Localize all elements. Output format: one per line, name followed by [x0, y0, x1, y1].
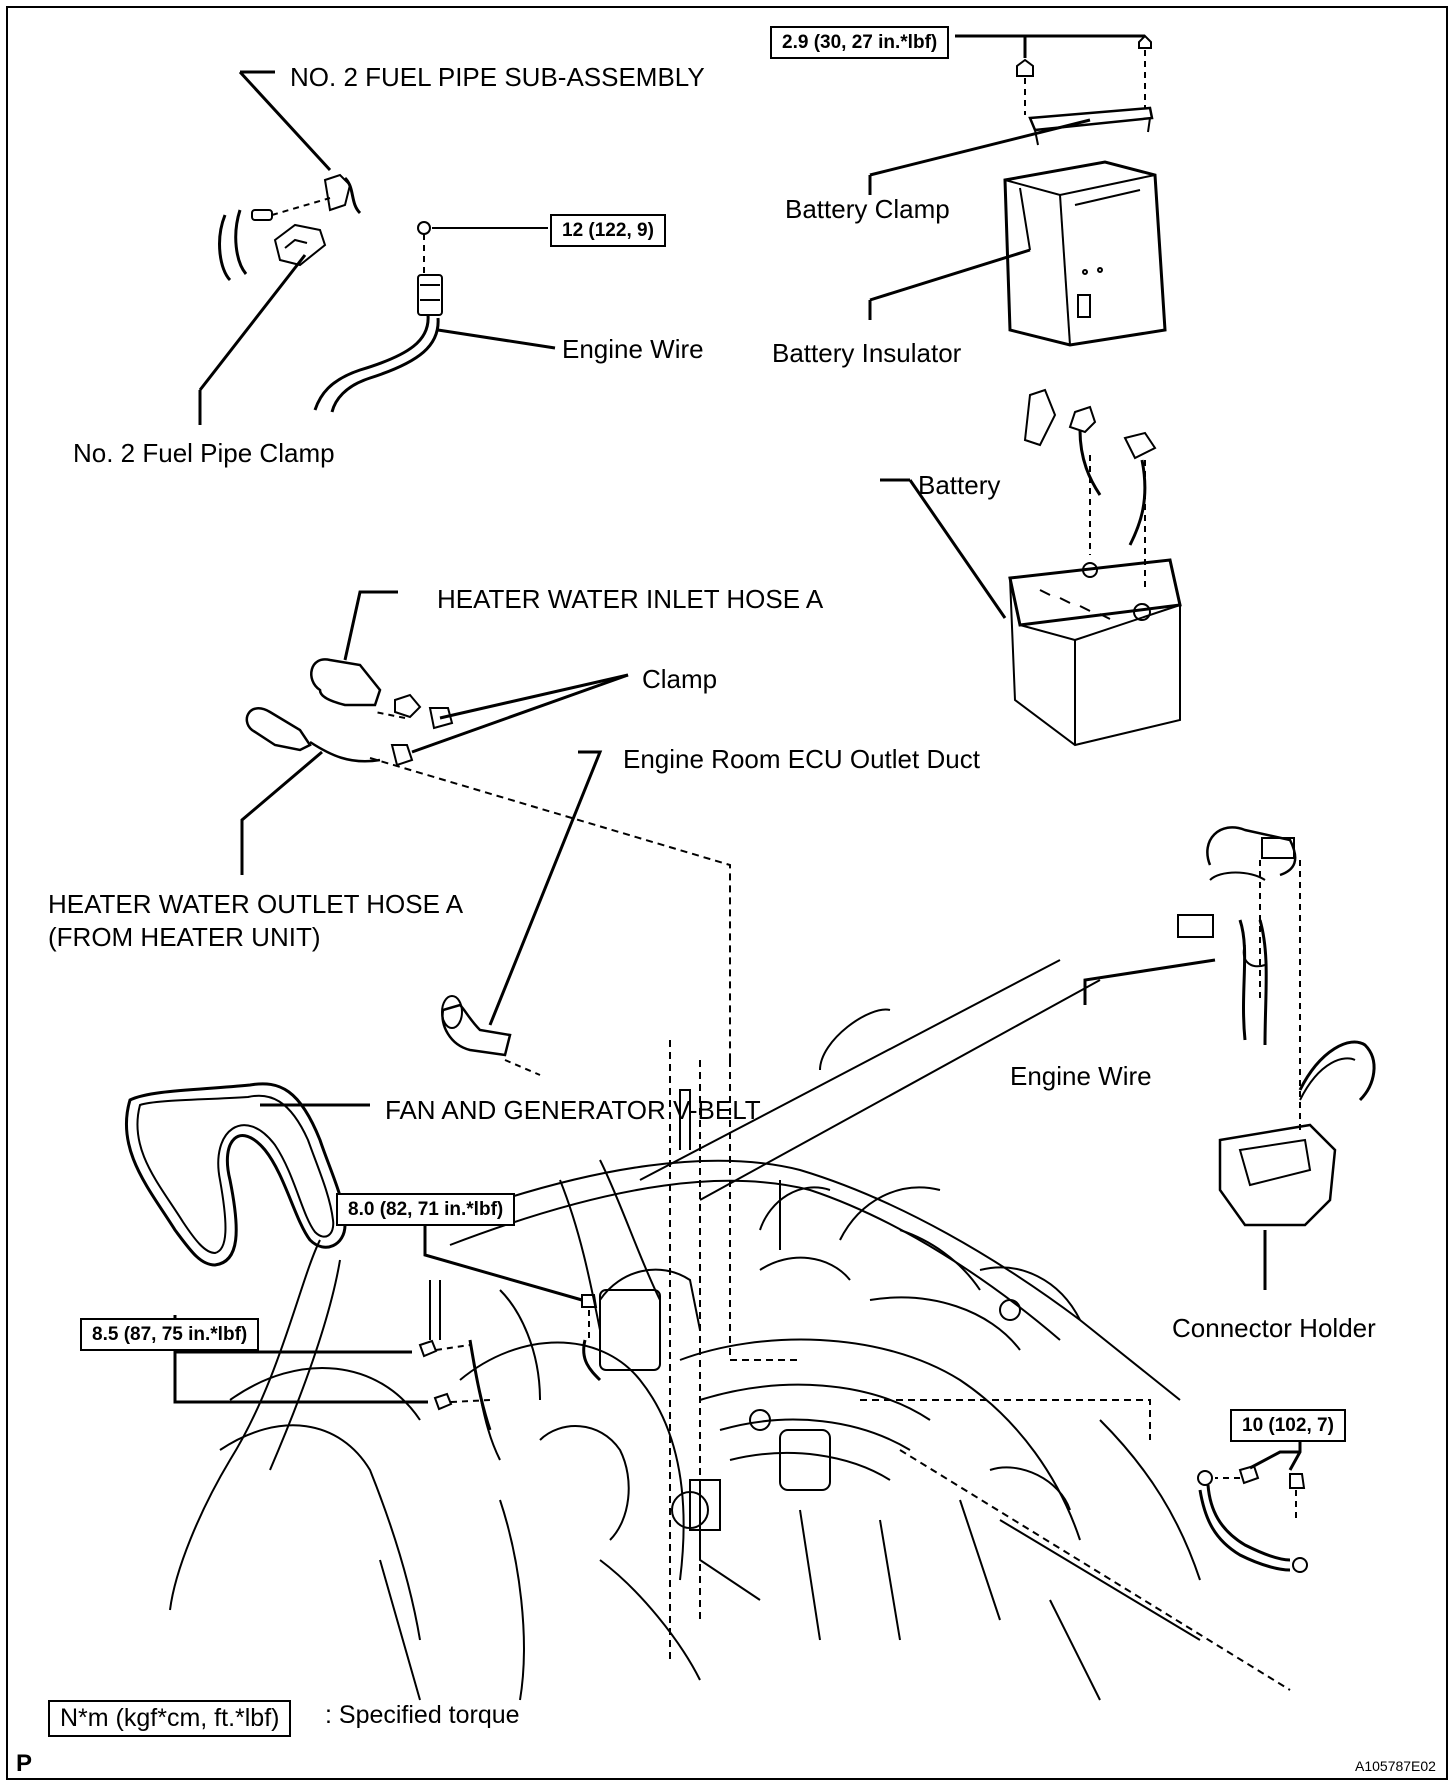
left-bolts-group — [173, 1280, 501, 1461]
torque-box-left-bolts: 8.5 (87, 75 in.*lbf) — [80, 1318, 260, 1351]
label-battery-insulator: Battery Insulator — [772, 338, 962, 368]
torque-box-ground-bolts: 10 (102, 7) — [1230, 1409, 1346, 1442]
torque-box-engine-wire: 12 (122, 9) — [550, 214, 666, 247]
label-v-belt: FAN AND GENERATOR V-BELT — [385, 1095, 761, 1125]
engine-compartment — [169, 959, 1291, 1701]
heater-hose-group — [240, 590, 731, 1060]
label-fuel-pipe-clamp: No. 2 Fuel Pipe Clamp — [73, 438, 335, 468]
torque-box-upper-bolt: 8.0 (82, 71 in.*lbf) — [336, 1193, 516, 1226]
label-battery: Battery — [918, 470, 1001, 500]
fuel-pipe-group — [198, 70, 362, 425]
label-clamp: Clamp — [642, 664, 718, 694]
legend-description: : Specified torque — [325, 1701, 520, 1729]
torque-box-battery-clamp: 2.9 (30, 27 in.*lbf) — [770, 26, 950, 59]
upper-bolt-group — [423, 1203, 602, 1382]
v-belt-group — [124, 1082, 370, 1267]
page-mark: P — [16, 1750, 33, 1777]
label-ecu-outlet-duct: Engine Room ECU Outlet Duct — [623, 744, 980, 774]
ecu-duct-group — [441, 750, 603, 1076]
label-engine-wire-top: Engine Wire — [562, 334, 704, 364]
ground-cable-group — [1197, 1434, 1308, 1573]
battery-group — [880, 388, 1182, 747]
label-battery-clamp: Battery Clamp — [785, 194, 950, 224]
label-connector-holder: Connector Holder — [1172, 1313, 1376, 1343]
label-engine-wire-right: Engine Wire — [1010, 1061, 1152, 1091]
label-heater-inlet-hose: HEATER WATER INLET HOSE A — [437, 584, 824, 614]
battery-clamp-group — [868, 34, 1167, 347]
label-heater-outlet-hose: HEATER WATER OUTLET HOSE A (FROM HEATER … — [48, 889, 464, 952]
engine-wire-top-group — [313, 221, 556, 413]
figure-id: A105787E02 — [1355, 1758, 1436, 1774]
connector-holder-group — [1083, 826, 1376, 1290]
label-fuel-pipe-sub-assembly: NO. 2 FUEL PIPE SUB-ASSEMBLY — [290, 62, 705, 92]
legend-unit-box: N*m (kgf*cm, ft.*lbf) — [48, 1700, 292, 1737]
